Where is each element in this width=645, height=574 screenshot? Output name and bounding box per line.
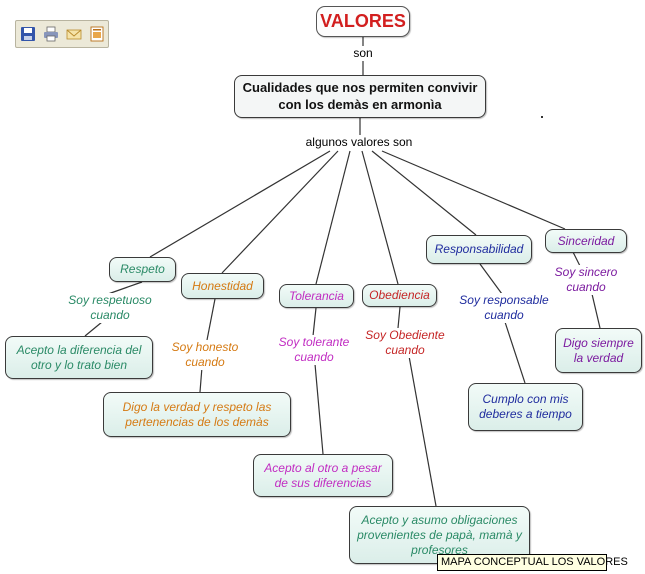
link-tolerancia-detail [314,363,324,455]
linking-phrase-respeto: Soy respetuoso cuando [62,293,158,323]
concept-tolerancia[interactable]: Tolerancia [279,284,354,308]
stray-dot [541,116,543,118]
link-respeto-detail [84,321,103,337]
print-icon [43,26,58,42]
email-button[interactable] [65,25,83,43]
concept-valores[interactable]: VALORES [316,6,410,37]
linking-phrase-obediencia: Soy Obediente cuando [357,328,453,358]
map-title-tooltip: MAPA CONCEPTUAL LOS VALORES [437,554,628,571]
link-sinceridad-detail [591,293,601,329]
link-sinceridad-phrase [572,251,581,267]
link-honestidad-detail [199,366,203,393]
concept-obediencia[interactable]: Obediencia [362,284,437,307]
link-obediencia-detail [408,355,437,507]
save-icon [20,27,35,41]
link-algunos-obediencia [361,150,399,285]
concept-respeto-detail[interactable]: Acepto la diferencia del otro y lo trato… [5,336,153,379]
concept-honestidad-detail[interactable]: Digo la verdad y respeto las pertenencia… [103,392,291,437]
linking-phrase-son: son [350,46,376,61]
concept-responsabilidad-detail[interactable]: Cumplo con mis deberes a tiempo [468,383,583,431]
link-algunos-responsabilidad [371,150,477,236]
email-icon [66,29,81,40]
concept-cualidades[interactable]: Cualidades que nos permiten convivir con… [234,75,486,118]
linking-phrase-tolerancia: Soy tolerante cuando [270,335,358,365]
save-button[interactable] [19,25,37,43]
linking-phrase-algunos-valores: algunos valores son [298,135,420,150]
link-algunos-sinceridad [381,150,566,230]
link-honestidad-phrase [206,298,216,341]
linking-phrase-responsabilidad: Soy responsable cuando [452,293,556,323]
link-responsabilidad-phrase [479,263,503,295]
concept-tolerancia-detail[interactable]: Acepto al otro a pesar de sus diferencia… [253,454,393,497]
print-preview-button[interactable] [88,25,106,43]
print-preview-icon [90,26,103,42]
link-obediencia-phrase [397,306,401,329]
concept-respeto[interactable]: Respeto [109,257,176,282]
link-algunos-tolerancia [315,150,351,285]
toolbar [15,20,109,48]
print-button[interactable] [42,25,60,43]
concept-responsabilidad[interactable]: Responsabilidad [426,235,532,264]
link-responsabilidad-detail [504,321,526,384]
concept-honestidad[interactable]: Honestidad [181,273,264,299]
link-algunos-honestidad [221,150,339,274]
link-tolerancia-phrase [312,307,317,337]
linking-phrase-sinceridad: Soy sincero cuando [548,265,624,295]
link-algunos-respeto [149,150,331,258]
linking-phrase-honestidad: Soy honesto cuando [160,340,250,370]
concept-sinceridad-detail[interactable]: Digo siempre la verdad [555,328,642,373]
concept-sinceridad[interactable]: Sinceridad [545,229,627,253]
